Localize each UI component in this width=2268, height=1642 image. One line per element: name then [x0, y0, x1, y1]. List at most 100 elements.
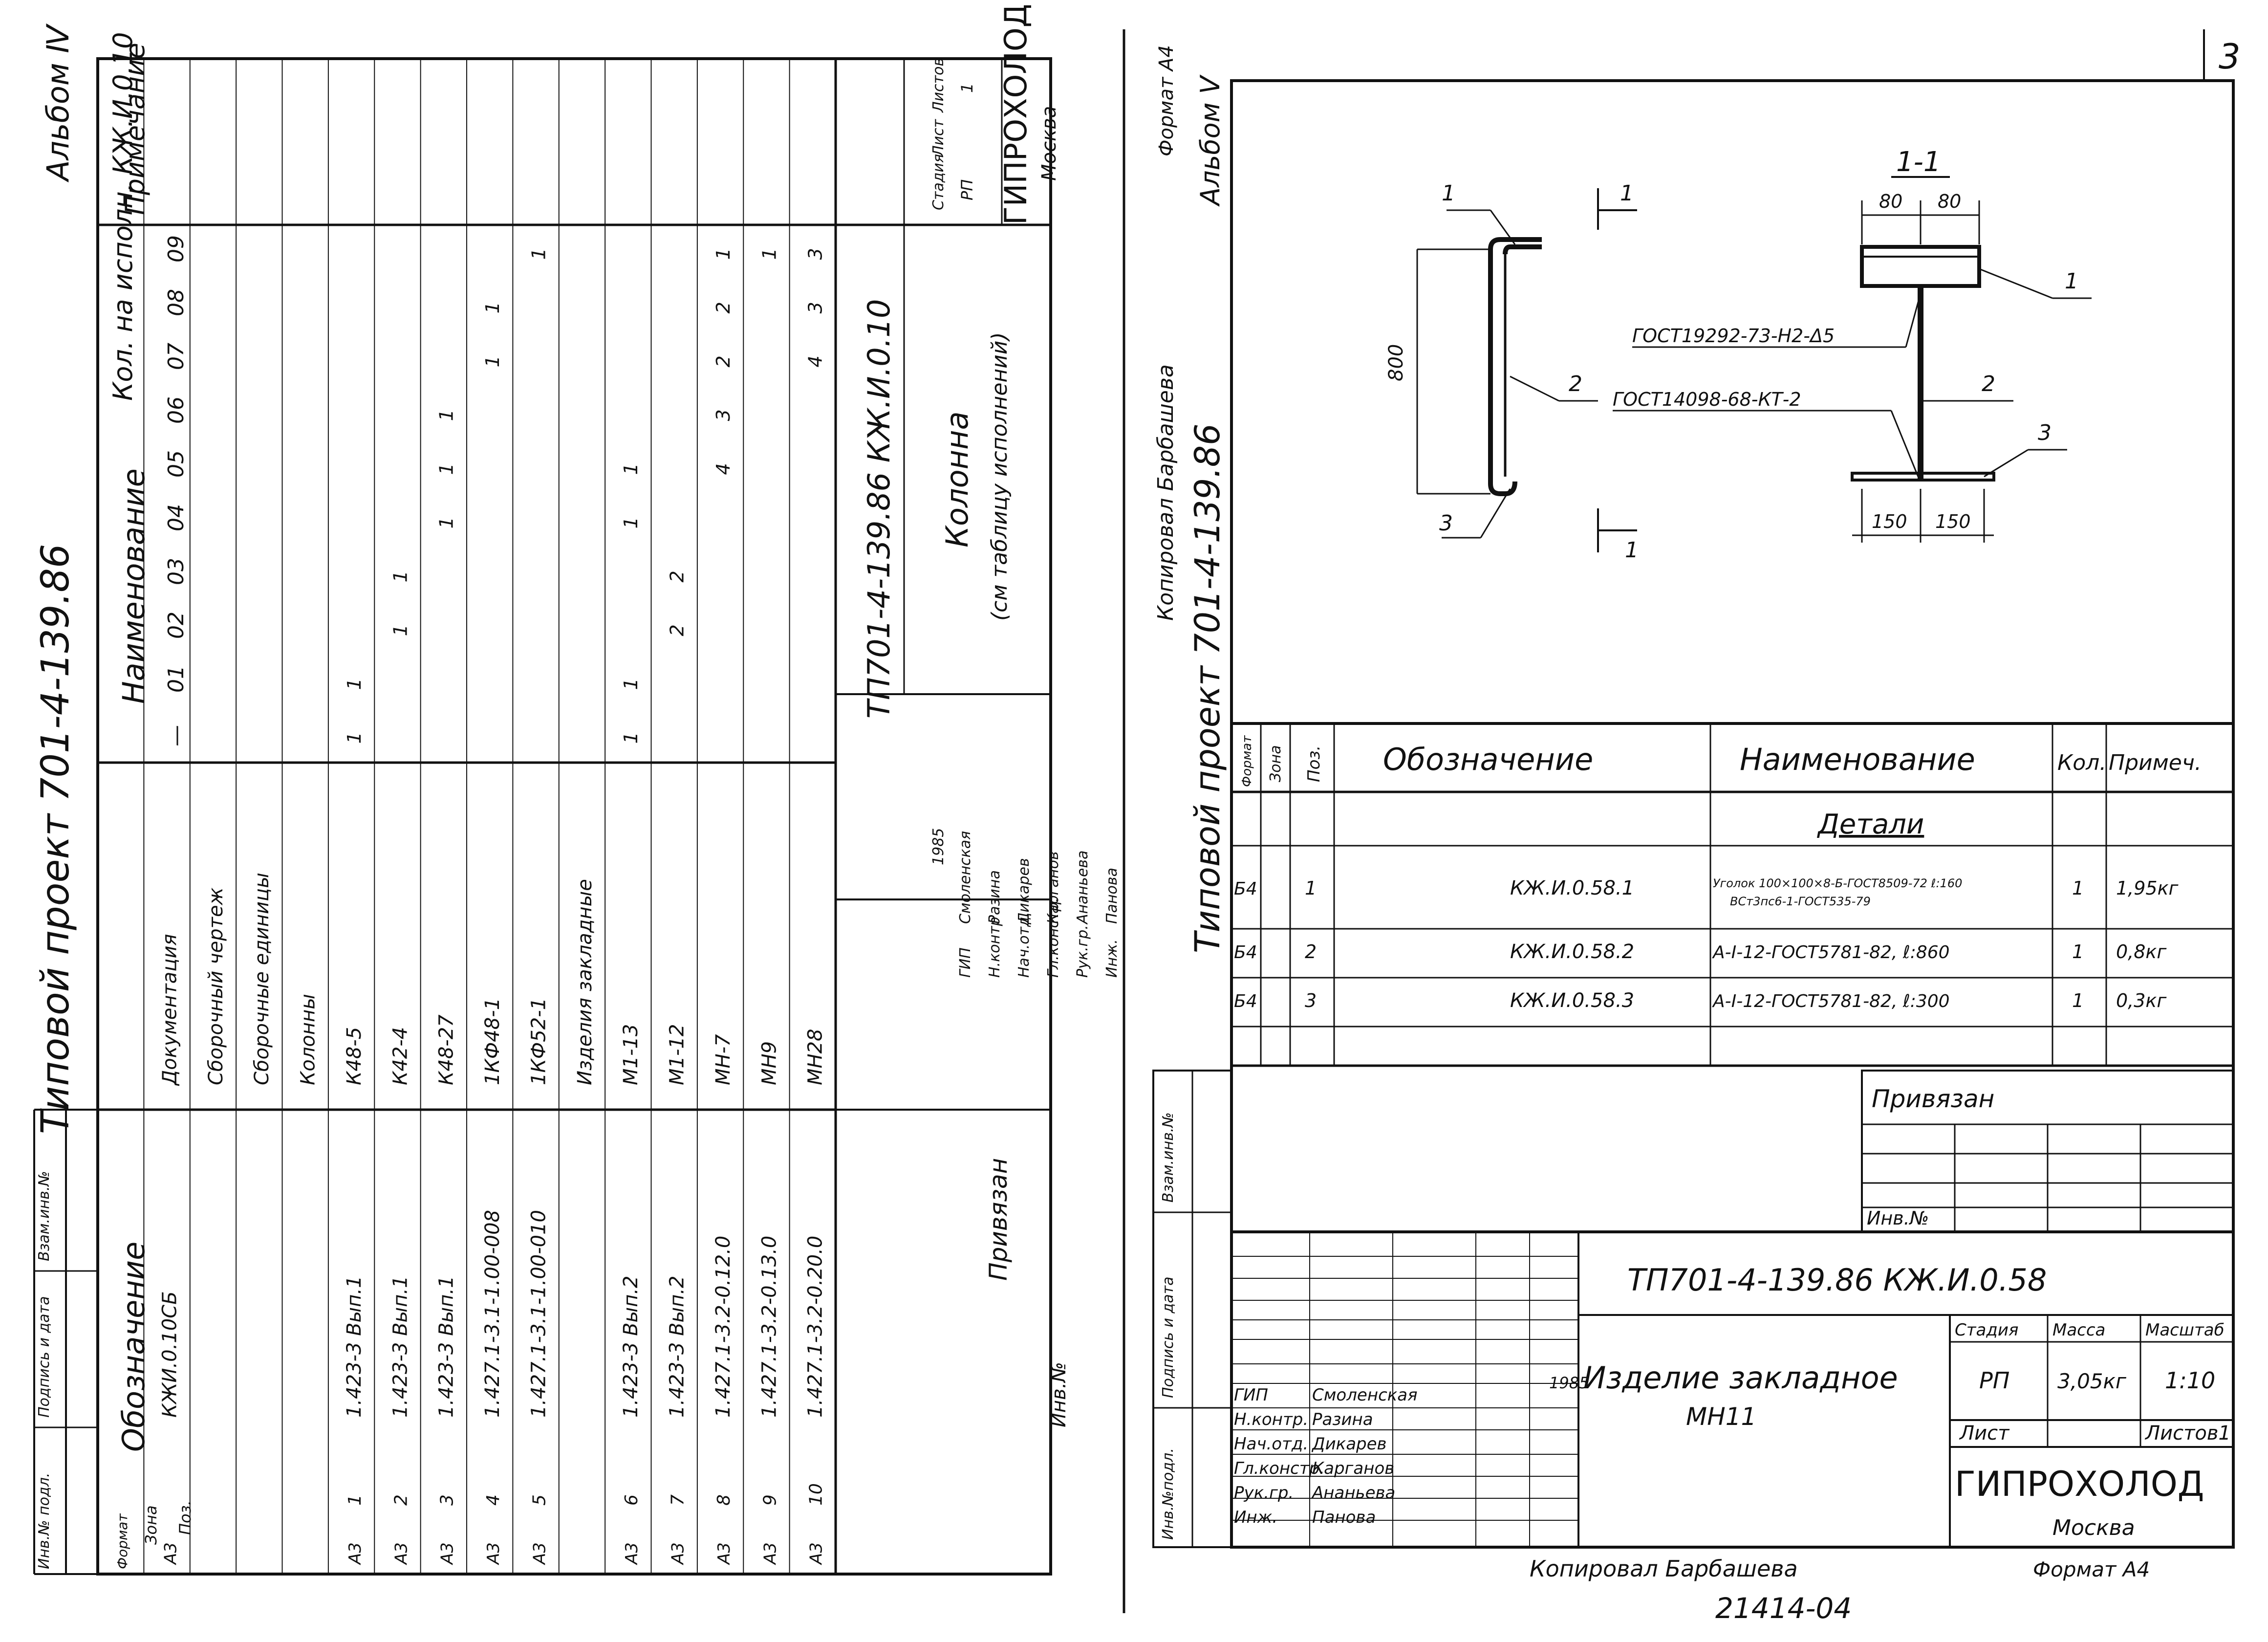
rebar-bent	[1488, 249, 1517, 496]
tb-stadia-label: Стадия	[1955, 1320, 2018, 1340]
tb-massa: 3,05кг	[2057, 1369, 2127, 1393]
spec-row-prim: 0,3кг	[2116, 990, 2167, 1011]
spec-row-naim: А-I-12-ГОСТ5781-82, ℓ:860	[1712, 942, 1950, 963]
left-person-name: Панова	[1103, 868, 1121, 924]
spec-row-naim: Уголок 100×100×8-Б-ГОСТ8509-72 ℓ:160	[1713, 876, 1962, 890]
sheet-number: 3	[2219, 37, 2241, 77]
left-row-format: A3	[807, 1542, 826, 1565]
right-side-label-3: Взам.инв.№	[1160, 1112, 1177, 1203]
left-row-oboz: 1.423-3 Вып.1	[435, 1276, 458, 1418]
exec-col-header: 07	[164, 343, 189, 370]
right-privyazan: Привязан	[1872, 1085, 1994, 1113]
left-kopiroval: Копировал Барбашева	[1153, 364, 1178, 621]
left-project-title: Типовой проект 701-4-139.86	[34, 544, 78, 1134]
exec-col-header: 01	[164, 665, 189, 693]
left-album: Альбом Ⅳ	[40, 23, 76, 183]
left-row-format: A3	[530, 1542, 549, 1565]
left-row-qty: 1	[482, 302, 503, 313]
tb-masshtab: 1:10	[2165, 1367, 2215, 1394]
tb-person-role: Н.контр.	[1234, 1410, 1308, 1429]
left-row-qty: 1	[620, 463, 642, 475]
spec-hdr-kol: Кол.	[2057, 750, 2106, 775]
left-row-poz: 1	[345, 1494, 365, 1506]
spec-hdr-zona: Зона	[1267, 745, 1284, 782]
left-row-qty: 2	[713, 302, 734, 313]
right-album: Альбом Ⅴ	[1195, 74, 1226, 207]
left-stamp-year: 1985	[930, 828, 947, 865]
left-row-format: A3	[438, 1542, 457, 1565]
exec-col-header: 05	[164, 450, 189, 478]
left-header-oboznachenie: Обозначение	[116, 1242, 151, 1452]
left-stamp-stadia: РП	[958, 179, 976, 200]
left-row-qty: 1	[389, 570, 411, 582]
left-row-qty: 3	[805, 302, 826, 313]
left-row-qty: 1	[436, 517, 457, 528]
left-row-naim: М1-12	[666, 1024, 689, 1085]
tb-stadia: РП	[1979, 1367, 2009, 1394]
left-row-format: A3	[346, 1542, 365, 1565]
spec-table: Формат Зона Поз. Обозначение Наименовани…	[1231, 722, 2233, 1067]
left-row-qty: 2	[667, 570, 688, 582]
left-row-format: A3	[622, 1542, 642, 1565]
left-row-oboz: 1.427.1-3.1-1.00-010	[527, 1210, 550, 1418]
left-row-poz: 3	[437, 1494, 457, 1506]
left-row-qty: 2	[713, 355, 734, 367]
spec-row-naim2: ВСт3пс6-1-ГОСТ535-79	[1730, 895, 1871, 908]
left-row-oboz: 1.423-3 Вып.2	[620, 1276, 642, 1418]
exec-col-header: —	[164, 725, 189, 746]
right-format: Формат А4	[2033, 1557, 2150, 1581]
tb-code: ТП701-4-139.86 КЖ.И.0.58	[1627, 1262, 2047, 1298]
left-row-qty: 1	[436, 409, 457, 421]
left-row-naim: Сборочный чертеж	[205, 887, 227, 1085]
tb-person-role: Инж.	[1234, 1508, 1277, 1527]
embedded-item-drawing: 800 1 2 3 1 1 1-1 80 80	[1385, 146, 2092, 563]
left-row-qty: 4	[805, 355, 826, 367]
left-header-zona: Зона	[142, 1505, 160, 1545]
right-inv-no: Инв.№	[1867, 1207, 1929, 1229]
spec-hdr-primech: Примеч.	[2109, 750, 2202, 775]
exec-col-header: 09	[164, 235, 189, 263]
left-row-oboz: КЖИ.0.10СБ	[158, 1291, 181, 1418]
left-person-name: Ананьева	[1074, 851, 1091, 925]
left-person-role: Нач.отд.	[1015, 912, 1033, 978]
left-row-format: A3	[161, 1542, 180, 1565]
section-pos2: 2	[1982, 372, 1995, 396]
left-row-format: A3	[760, 1542, 780, 1565]
left-row-naim: 1КФ52-1	[527, 998, 550, 1085]
left-stamp-name: Колонна	[939, 411, 975, 547]
tb-person-role: Рук.гр.	[1234, 1483, 1294, 1503]
exec-col-header: 04	[164, 504, 189, 531]
spec-row-poz: 1	[1305, 877, 1317, 899]
spec-hdr-oboz: Обозначение	[1383, 742, 1593, 777]
archive-number: 21414-04	[1715, 1592, 1852, 1625]
left-row-qty: 1	[344, 732, 365, 744]
left-row-qty: 1	[758, 248, 780, 260]
left-row-naim: Документация	[158, 934, 181, 1086]
left-row-oboz: 1.423-3 Вып.1	[389, 1276, 411, 1418]
tb-city: Москва	[2052, 1515, 2135, 1540]
left-stamp-city: Москва	[1038, 106, 1060, 181]
left-row-format: A3	[714, 1542, 734, 1565]
left-header-primechanie: Примечание	[120, 43, 151, 215]
left-row-qty: 2	[667, 624, 688, 636]
section-label: 1-1	[1896, 146, 1941, 178]
left-row-qty: 1	[620, 732, 642, 744]
spec-row-oboz: КЖ.И.0.58.3	[1510, 989, 1634, 1012]
left-person-role: Инж.	[1103, 939, 1121, 978]
spec-row-kol: 1	[2072, 941, 2084, 963]
angle-section	[1860, 245, 1981, 288]
left-view-pos1: 1	[1442, 181, 1455, 206]
tb-org: ГИПРОХОЛОД	[1955, 1464, 2204, 1504]
tb-list-label: Лист	[1959, 1422, 2010, 1445]
tb-name: Изделие закладное	[1583, 1360, 1898, 1396]
left-row-qty: 3	[805, 248, 826, 260]
left-row-qty: 1	[620, 678, 642, 690]
left-row-poz: 9	[760, 1494, 780, 1506]
right-side-label-1: Инв.№подл.	[1160, 1448, 1177, 1540]
tb-person-name: Карганов	[1312, 1459, 1394, 1478]
left-person-name: Карганов	[1045, 851, 1062, 924]
left-person-role: Гл.констр.	[1045, 898, 1062, 978]
